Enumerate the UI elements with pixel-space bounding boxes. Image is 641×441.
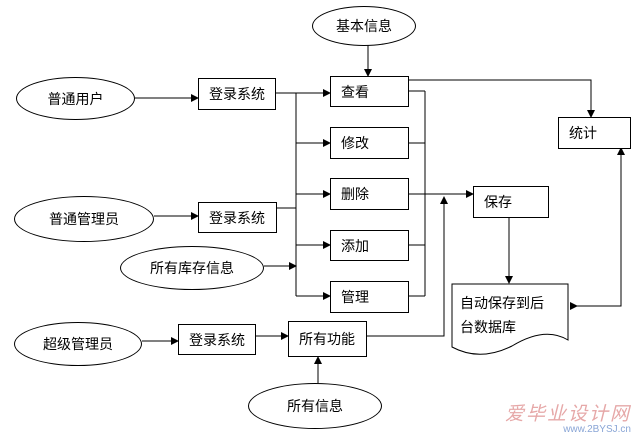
label-super-admin: 超级管理员 xyxy=(43,337,113,353)
label-manage: 管理 xyxy=(341,290,369,306)
watermark: 爱毕业设计网 www.2BYSJ.cn xyxy=(505,399,631,435)
box-all-functions: 所有功能 xyxy=(288,321,367,357)
label-normal-admin: 普通管理员 xyxy=(49,212,119,228)
box-add: 添加 xyxy=(330,230,409,261)
box-delete: 删除 xyxy=(330,178,409,210)
autosave-document-shape xyxy=(451,283,569,355)
box-login-3: 登录系统 xyxy=(178,324,256,355)
label-statistics: 统计 xyxy=(569,126,597,142)
edge-all-functions-to-save xyxy=(367,196,448,337)
edge-view-to-statistics xyxy=(409,79,595,118)
box-view: 查看 xyxy=(330,76,409,107)
label-login-2: 登录系统 xyxy=(209,210,265,227)
box-modify: 修改 xyxy=(330,127,409,159)
box-statistics: 统计 xyxy=(558,117,631,149)
box-manage: 管理 xyxy=(330,281,409,313)
watermark-url: www.2BYSJ.cn xyxy=(563,424,631,435)
label-add: 添加 xyxy=(341,238,369,255)
box-save: 保存 xyxy=(473,186,549,218)
label-all-info: 所有信息 xyxy=(287,399,343,415)
label-normal-user: 普通用户 xyxy=(47,91,104,108)
label-save: 保存 xyxy=(484,195,512,211)
oval-basic-info: 基本信息 xyxy=(312,6,416,46)
oval-normal-user: 普通用户 xyxy=(16,77,135,120)
label-login-3: 登录系统 xyxy=(189,332,245,349)
oval-normal-admin: 普通管理员 xyxy=(14,196,154,242)
label-autosave-line2: 台数据库 xyxy=(460,320,516,336)
label-login-1: 登录系统 xyxy=(209,87,265,103)
doc-autosave-database: 自动保存到后 台数据库 xyxy=(452,288,570,344)
label-delete: 删除 xyxy=(341,187,369,203)
label-modify: 修改 xyxy=(341,136,369,152)
label-autosave-line1: 自动保存到后 xyxy=(460,296,544,312)
label-all-functions: 所有功能 xyxy=(299,332,355,348)
watermark-brand: 爱毕业设计网 xyxy=(504,403,631,425)
edge-statistics-autosave xyxy=(570,147,625,310)
oval-all-stock-info: 所有库存信息 xyxy=(120,246,264,290)
oval-super-admin: 超级管理员 xyxy=(14,322,142,366)
box-login-2: 登录系统 xyxy=(198,202,277,233)
oval-all-info: 所有信息 xyxy=(248,383,382,429)
label-all-stock-info: 所有库存信息 xyxy=(150,261,234,277)
box-login-1: 登录系统 xyxy=(198,78,276,110)
label-basic-info: 基本信息 xyxy=(336,19,392,35)
label-view: 查看 xyxy=(341,84,369,101)
